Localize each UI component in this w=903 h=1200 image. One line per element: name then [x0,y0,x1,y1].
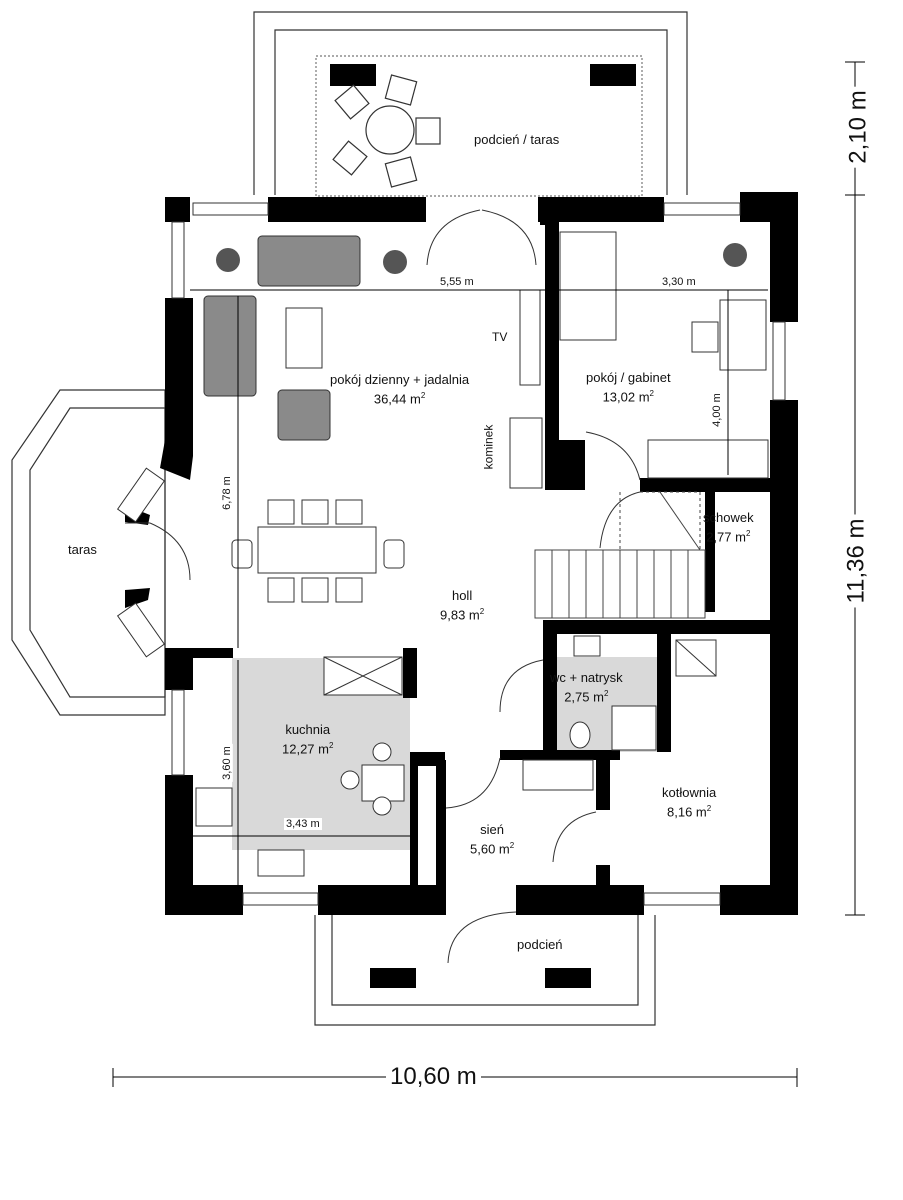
room-name: pokój dzienny + jadalnia [330,372,470,387]
interior-walls [193,222,798,887]
unit-sup: 2 [706,804,712,813]
windows [116,202,786,906]
furniture-office [559,231,769,479]
room-name: wc + natrysk [550,670,623,685]
room-label-vestibule: sień 5,60 m2 [470,822,514,857]
room-name: taras [68,542,97,557]
room-area: 5,60 m [470,841,510,857]
fireplace-label: kominek [481,424,496,470]
room-label-living: pokój dzienny + jadalnia 36,44 m2 [330,372,469,407]
furniture-wc [522,635,717,791]
room-label-boiler: kotłownia 8,16 m2 [662,785,716,820]
furniture-living [203,235,361,441]
room-label-wc: wc + natrysk 2,75 m2 [550,670,623,705]
room-label-office: pokój / gabinet 13,02 m2 [586,370,671,405]
dim-total-width: 10,60 m [386,1064,481,1090]
room-area: 12,27 m [282,741,329,757]
room-name: podcień / taras [474,132,560,147]
unit-sup: 2 [420,391,426,400]
dim-kitchen-depth: 3,60 m [220,744,233,782]
room-label-hall: holl 9,83 m2 [440,588,484,623]
furniture-dining [231,307,405,603]
room-name: kotłownia [662,785,717,800]
room-name: podcień [517,937,563,952]
room-area: 36,44 m [373,391,421,407]
plants [216,243,747,274]
terrace-table-set [332,74,441,188]
room-label-terrace-top: podcień / taras [474,132,559,148]
porch-pillars [370,968,591,988]
room-area: 8,16 m [667,804,707,820]
doors [125,209,641,964]
room-label-porch: podcień [517,937,563,953]
left-terrace [11,389,166,716]
dim-office-width: 3,30 m [660,276,698,288]
unit-sup: 2 [479,607,485,616]
room-name: sień [480,822,505,837]
room-area: 13,02 m [602,389,650,405]
furniture-kitchen [195,656,405,877]
unit-sup: 2 [649,389,654,398]
room-name: kuchnia [285,722,331,737]
dim-living-depth: 6,78 m [220,474,233,512]
room-label-kitchen: kuchnia 12,27 m2 [282,722,333,757]
unit-sup: 2 [603,689,609,698]
room-name: holl [451,588,473,603]
bottom-porch [314,915,656,1026]
top-terrace [253,11,688,197]
room-name: schowek [703,510,754,525]
dim-living-width: 5,55 m [438,276,476,288]
stairs [534,491,706,619]
dim-kitchen-width: 3,43 m [284,818,322,830]
tv-label: TV [492,330,508,344]
room-area: 2,75 m [564,689,604,705]
room-name: pokój / gabinet [586,370,671,385]
unit-sup: 2 [328,741,334,750]
room-label-storage: schowek 2,77 m2 [703,510,754,545]
room-area: 9,83 m [440,607,480,623]
room-area: 2,77 m [706,529,746,545]
tv-fireplace [509,289,543,489]
dim-terrace-depth: 2,10 m [845,86,872,168]
terrace-pillars [330,64,636,86]
unit-sup: 2 [745,529,751,538]
dim-total-depth: 11,36 m [842,514,870,608]
room-label-terrace-left: taras [68,542,97,558]
dim-office-depth: 4,00 m [710,391,723,429]
unit-sup: 2 [509,841,515,850]
